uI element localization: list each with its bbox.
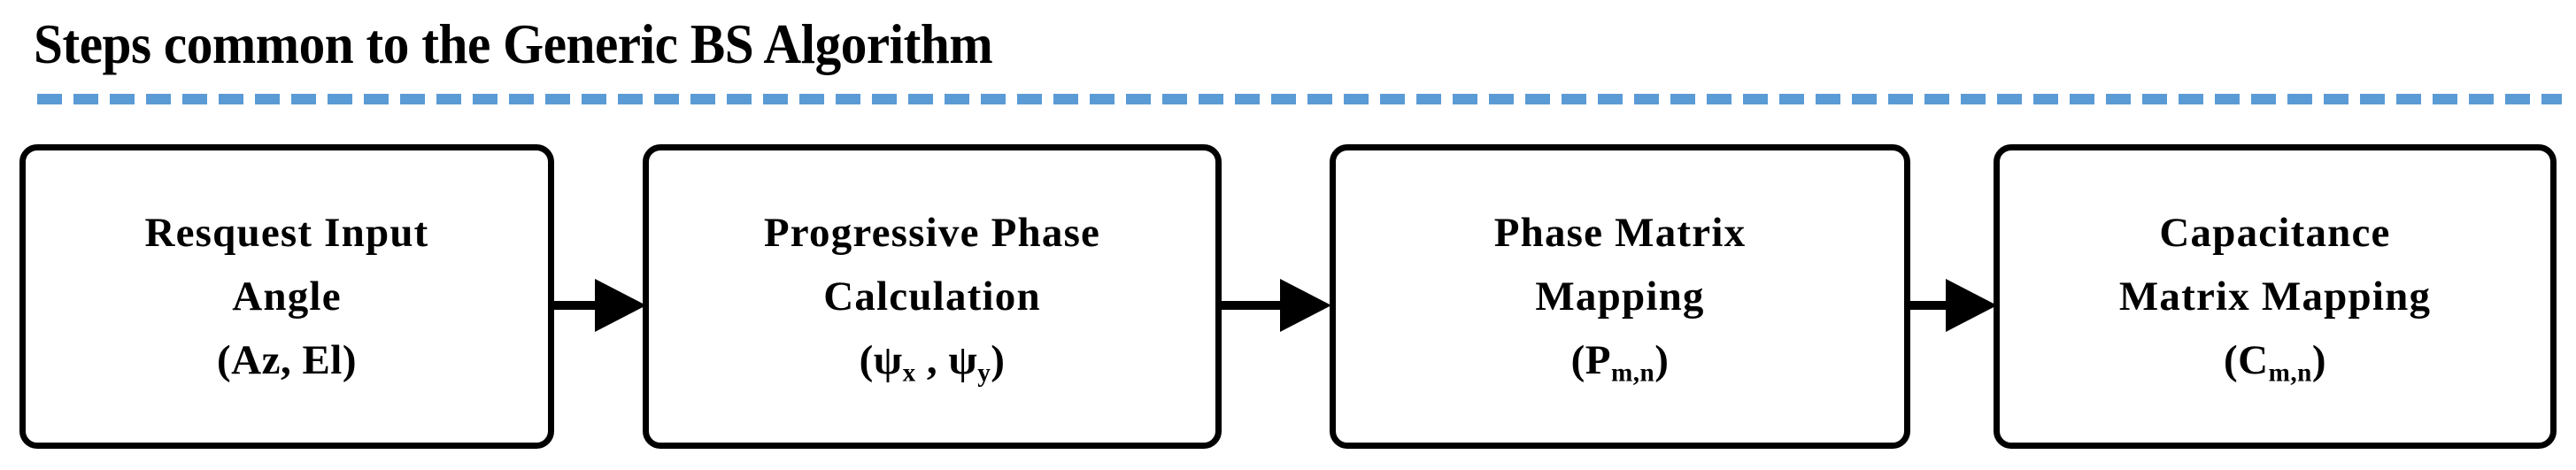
symbol-open: (C	[2224, 337, 2269, 383]
symbol-close: )	[991, 337, 1006, 383]
step-symbol: (Pm,n)	[1571, 328, 1670, 392]
flow-diagram: Resquest Input Angle (Az, El) Progressiv…	[0, 144, 2576, 454]
arrow-head	[1946, 279, 1997, 332]
arrow-right-icon-1	[554, 279, 646, 332]
symbol-close: )	[1654, 337, 1670, 383]
step-box-progressive-phase-calculation[interactable]: Progressive Phase Calculation (ψx , ψy)	[643, 144, 1222, 449]
step-box-capacitance-matrix-mapping[interactable]: Capacitance Matrix Mapping (Cm,n)	[1994, 144, 2557, 449]
step-line-2: Mapping	[1535, 274, 1705, 320]
symbol-open: (ψ	[859, 337, 903, 383]
step-box-request-input-angle[interactable]: Resquest Input Angle (Az, El)	[19, 144, 554, 449]
arrow-shaft	[1910, 301, 1947, 310]
symbol-subscript-y: y	[977, 358, 991, 388]
arrow-shaft	[554, 301, 597, 310]
step-line-1: Progressive Phase	[763, 210, 1101, 256]
page-title: Steps common to the Generic BS Algorithm	[34, 13, 993, 75]
arrow-right-icon-3	[1910, 279, 1997, 332]
arrow-shaft	[1222, 301, 1282, 310]
symbol-close: )	[2311, 337, 2326, 383]
arrow-head	[1280, 279, 1331, 332]
symbol-subscript-mn: m,n	[1610, 358, 1655, 388]
symbol-mid: , ψ	[915, 337, 978, 383]
step-line-1: Resquest Input	[144, 210, 429, 256]
dashed-divider	[37, 94, 2562, 104]
step-line-2: Angle	[232, 274, 342, 320]
step-symbol: (Az, El)	[216, 337, 357, 383]
step-line-2: Matrix Mapping	[2118, 274, 2432, 320]
symbol-open: (P	[1570, 337, 1611, 383]
symbol-subscript-x: x	[902, 358, 916, 388]
step-line-2: Calculation	[823, 274, 1041, 320]
step-line-1: Phase Matrix	[1493, 210, 1747, 256]
arrow-head	[595, 279, 646, 332]
step-symbol: (ψx , ψy)	[860, 328, 1006, 392]
step-symbol: (Cm,n)	[2224, 328, 2326, 392]
step-box-phase-matrix-mapping[interactable]: Phase Matrix Mapping (Pm,n)	[1330, 144, 1910, 449]
symbol-subscript-mn: m,n	[2268, 358, 2312, 388]
arrow-right-icon-2	[1222, 279, 1333, 332]
step-line-1: Capacitance	[2159, 210, 2391, 256]
